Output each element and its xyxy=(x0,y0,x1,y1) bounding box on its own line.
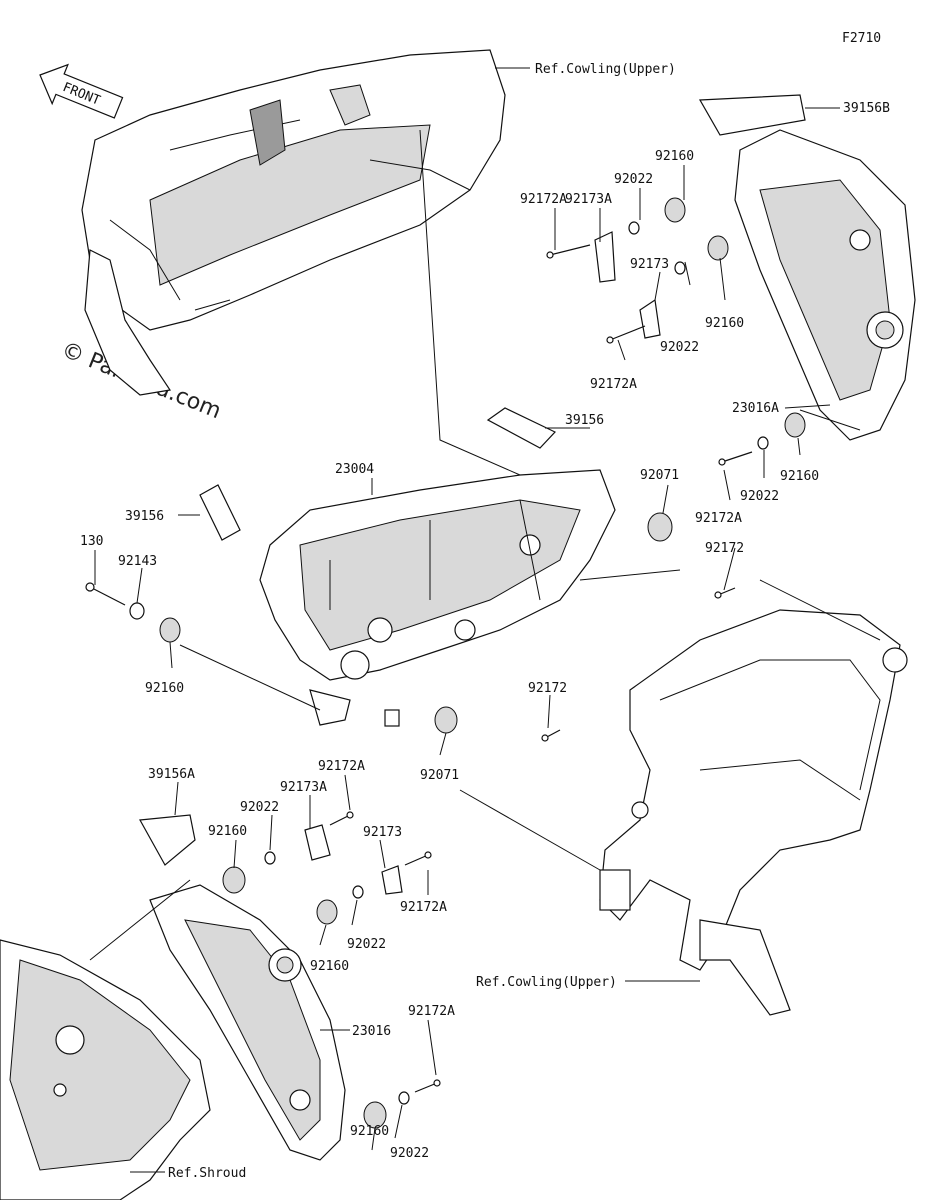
label-92022-f: 92022 xyxy=(390,1146,429,1161)
label-92172-a: 92172 xyxy=(705,541,744,556)
label-92173-b: 92173 xyxy=(363,825,402,840)
label-92172A-c: 92172A xyxy=(695,511,742,526)
label-92172A-b: 92172A xyxy=(590,377,637,392)
leader-lines xyxy=(89,67,881,1173)
label-92022-a: 92022 xyxy=(614,172,653,187)
label-92173-a: 92173 xyxy=(630,257,669,272)
label-92071-a: 92071 xyxy=(640,468,679,483)
pad-39156B-drawing xyxy=(698,94,806,136)
callout-labels: Ref.Cowling(Upper) 39156B 92160 92022 92… xyxy=(80,62,890,1181)
label-39156-a: 39156 xyxy=(565,413,604,428)
label-ref-shroud: Ref.Shroud xyxy=(168,1166,246,1181)
front-arrow-icon: FRONT xyxy=(39,63,124,119)
headlight-left-drawing xyxy=(149,884,346,1161)
pad-39156-top-drawing xyxy=(486,407,556,449)
label-92173A-b: 92173A xyxy=(280,780,327,795)
label-92160-b: 92160 xyxy=(705,316,744,331)
headlight-unit-23004-drawing xyxy=(259,469,616,727)
label-92172A-f: 92172A xyxy=(408,1004,455,1019)
label-23016A: 23016A xyxy=(732,401,779,416)
label-92071-b: 92071 xyxy=(420,768,459,783)
label-92022-e: 92022 xyxy=(347,937,386,952)
label-92160-c: 92160 xyxy=(780,469,819,484)
label-92160-a: 92160 xyxy=(655,149,694,164)
headlight-right-drawing xyxy=(734,129,916,441)
label-92022-c: 92022 xyxy=(740,489,779,504)
label-92172A-a: 92172A xyxy=(520,192,567,207)
shroud-drawing xyxy=(0,939,211,1200)
label-92173A-a: 92173A xyxy=(565,192,612,207)
label-92172A-e: 92172A xyxy=(400,900,447,915)
label-92022-d: 92022 xyxy=(240,800,279,815)
label-23004: 23004 xyxy=(335,462,374,477)
label-92143: 92143 xyxy=(118,554,157,569)
upper-cowling-drawing xyxy=(81,49,506,396)
label-92172A-d: 92172A xyxy=(318,759,365,774)
headlight-bracket-drawing xyxy=(599,609,908,1016)
label-39156B: 39156B xyxy=(843,101,890,116)
fasteners xyxy=(85,197,806,1129)
label-92160-g: 92160 xyxy=(350,1124,389,1139)
pad-39156-left-drawing xyxy=(199,484,241,541)
label-ref-cowling-upper-top: Ref.Cowling(Upper) xyxy=(535,62,676,77)
label-92160-d: 92160 xyxy=(145,681,184,696)
label-92172-b: 92172 xyxy=(528,681,567,696)
label-39156-b: 39156 xyxy=(125,509,164,524)
label-92022-b: 92022 xyxy=(660,340,699,355)
label-23016: 23016 xyxy=(352,1024,391,1039)
pad-39156A-drawing xyxy=(139,814,196,866)
figure-id: F2710 xyxy=(842,31,881,46)
label-92160-e: 92160 xyxy=(208,824,247,839)
label-130: 130 xyxy=(80,534,103,549)
label-92160-f: 92160 xyxy=(310,959,349,974)
label-39156A: 39156A xyxy=(148,767,195,782)
label-ref-cowling-upper-bottom: Ref.Cowling(Upper) xyxy=(476,975,617,990)
